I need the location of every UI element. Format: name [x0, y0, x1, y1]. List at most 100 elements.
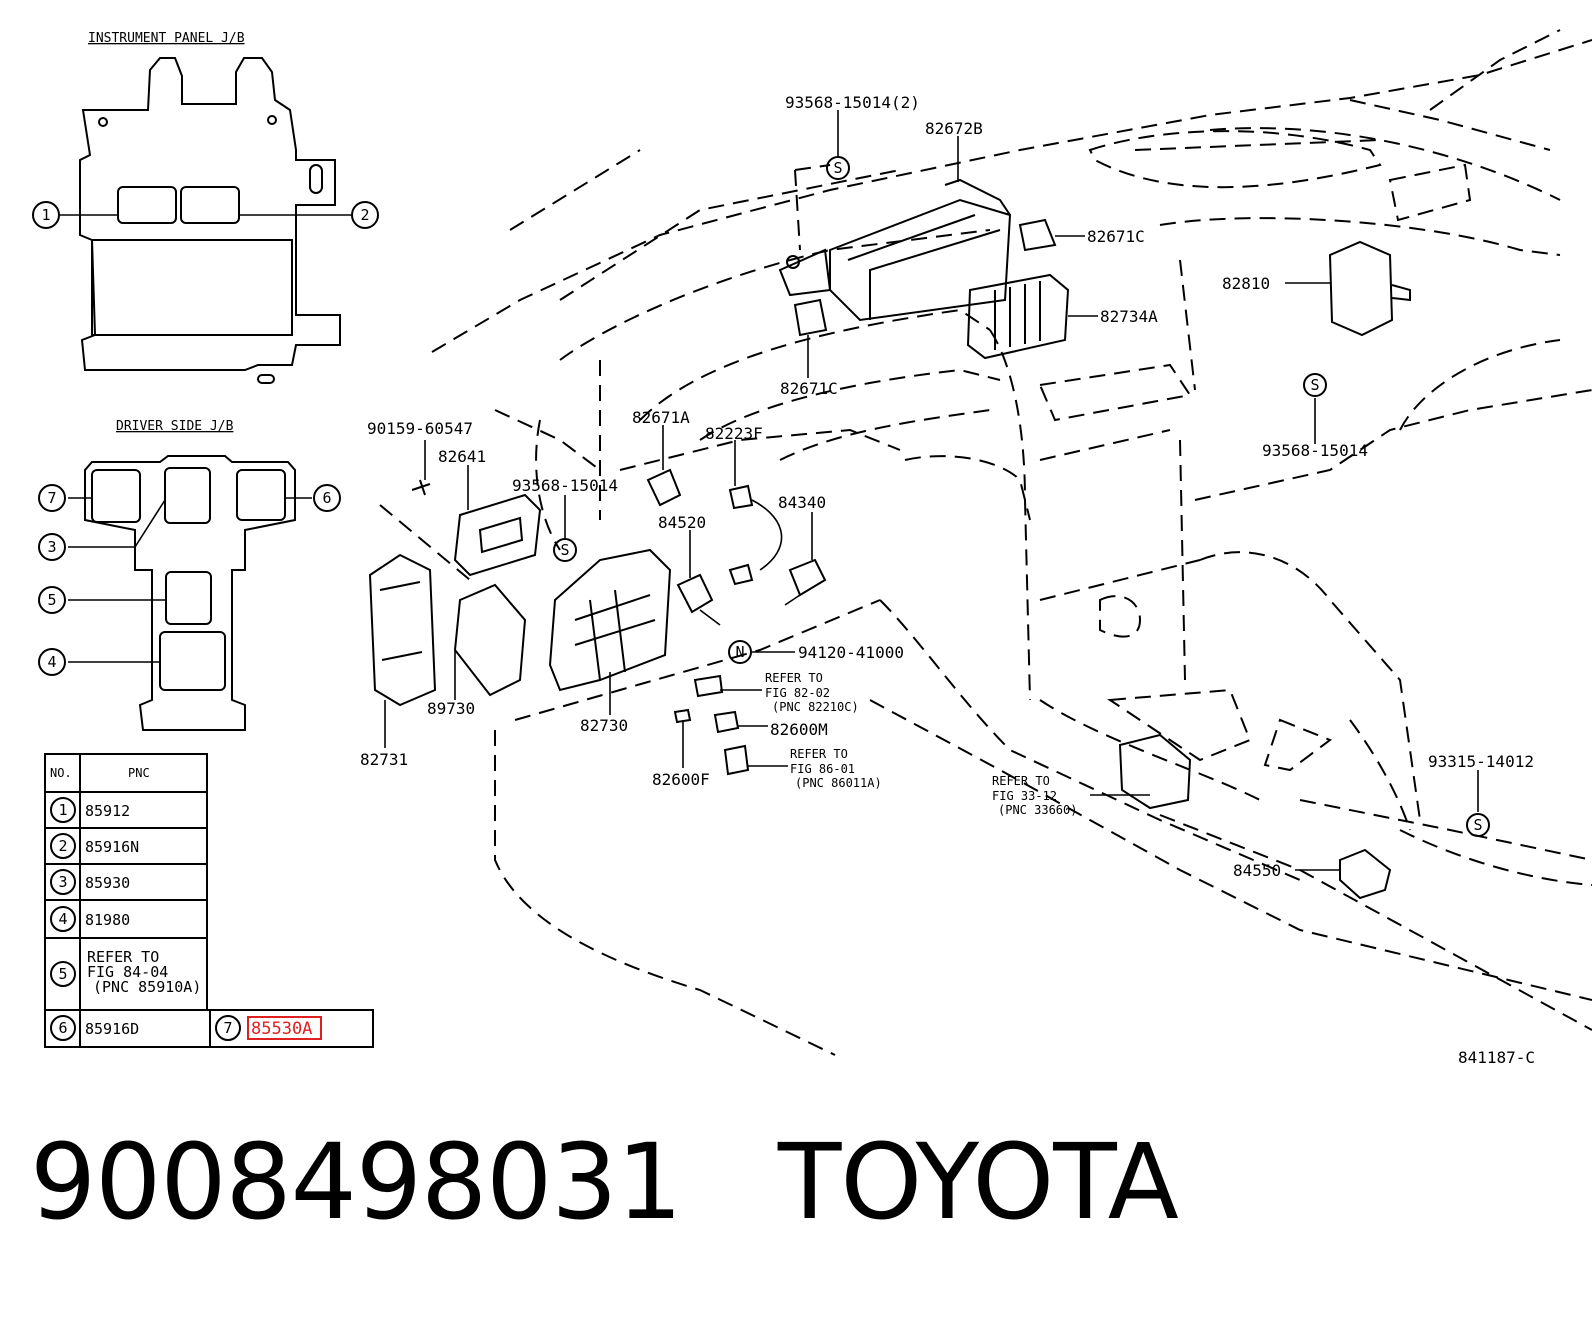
part-82731-junction-block	[368, 553, 437, 707]
label-82672b: 82672B	[925, 119, 983, 138]
part-86011a-connector	[723, 744, 750, 776]
part-82672b-bracket	[778, 178, 1012, 322]
part-82641-connector	[453, 493, 542, 577]
svg-text:S: S	[1310, 376, 1319, 394]
label-82810: 82810	[1222, 274, 1270, 293]
svg-text:2: 2	[360, 206, 369, 224]
svg-text:(PNC 82210C): (PNC 82210C)	[772, 700, 859, 714]
svg-text:85916D: 85916D	[85, 1020, 139, 1038]
callout-1: 1	[32, 201, 60, 229]
svg-text:85930: 85930	[85, 874, 130, 892]
part-82210c-connector	[693, 674, 724, 698]
svg-text:5: 5	[58, 965, 67, 983]
svg-text:REFER TO: REFER TO	[765, 671, 823, 685]
symbol-s-right: S	[1303, 373, 1327, 397]
svg-text:N: N	[735, 643, 744, 661]
leader-lines	[384, 110, 1479, 871]
refer-note-86011a: REFER TO FIG 86-01 (PNC 86011A)	[790, 747, 882, 790]
label-82600f: 82600F	[652, 770, 710, 789]
instrument-panel-jb-title: INSTRUMENT PANEL J/B	[88, 31, 245, 46]
part-90159-bolt	[411, 479, 431, 496]
footer-part-number: 9008498031	[30, 1121, 683, 1243]
part-82671a-connector	[646, 468, 682, 507]
label-82730: 82730	[580, 716, 628, 735]
callout-7: 7	[38, 484, 66, 512]
callout-6: 6	[313, 484, 341, 512]
part-82671c-connector-top	[1018, 218, 1057, 252]
svg-text:7: 7	[47, 489, 56, 507]
callout-4: 4	[38, 648, 66, 676]
driver-side-jb-drawing	[68, 455, 312, 731]
table-row: 3 85930	[50, 869, 130, 895]
svg-text:3: 3	[47, 538, 56, 556]
callout-2: 2	[351, 201, 379, 229]
symbol-s-middle: S	[553, 538, 577, 562]
label-89730: 89730	[427, 699, 475, 718]
symbol-s-top: S	[826, 156, 850, 180]
callout-3: 3	[38, 533, 66, 561]
table-header-pnc: PNC	[128, 766, 150, 780]
svg-text:S: S	[1473, 816, 1482, 834]
label-84550: 84550	[1233, 861, 1281, 880]
part-84340-switch	[784, 558, 827, 606]
label-82223f: 82223F	[705, 424, 763, 443]
table-row: 6 85916D	[50, 1015, 139, 1041]
part-82734a-relay-block	[966, 273, 1070, 360]
svg-text:FIG 33-12: FIG 33-12	[992, 789, 1057, 803]
svg-text:6: 6	[322, 489, 331, 507]
svg-text:85916N: 85916N	[85, 838, 139, 856]
table-row: 2 85916N	[50, 833, 139, 859]
svg-text:REFER TO: REFER TO	[992, 774, 1050, 788]
label-93568-15014-middle: 93568-15014	[512, 476, 618, 495]
part-82810-module	[1328, 240, 1411, 337]
svg-text:4: 4	[58, 910, 67, 928]
part-82730-junction-block	[548, 548, 672, 692]
svg-text:6: 6	[58, 1019, 67, 1037]
svg-text:(PNC 85910A): (PNC 85910A)	[93, 978, 201, 996]
label-82731: 82731	[360, 750, 408, 769]
part-84550-switch	[1339, 848, 1392, 900]
label-84340: 84340	[778, 493, 826, 512]
instrument-panel-jb-drawing	[60, 57, 352, 384]
svg-text:(PNC 86011A): (PNC 86011A)	[795, 776, 882, 790]
svg-text:1: 1	[41, 206, 50, 224]
svg-text:FIG 84-04: FIG 84-04	[87, 963, 168, 981]
svg-text:3: 3	[58, 873, 67, 891]
table-row: 5 REFER TO FIG 84-04 (PNC 85910A)	[50, 948, 201, 996]
svg-text:2: 2	[58, 837, 67, 855]
svg-text:85912: 85912	[85, 802, 130, 820]
footer-caption: 9008498031 TOYOTA	[30, 1130, 1179, 1234]
svg-text:REFER TO: REFER TO	[87, 948, 159, 966]
part-89730-module	[453, 583, 527, 697]
part-82223f-harness	[728, 484, 783, 586]
label-84520: 84520	[658, 513, 706, 532]
part-82671c-connector-bottom	[793, 298, 828, 337]
label-93568-15014-2: 93568-15014(2)	[785, 93, 920, 112]
refer-note-82210c: REFER TO FIG 82-02 (PNC 82210C)	[765, 671, 859, 714]
label-82734a: 82734A	[1100, 307, 1158, 326]
refer-note-33660: REFER TO FIG 33-12 (PNC 33660)	[992, 774, 1077, 817]
svg-text:S: S	[560, 541, 569, 559]
label-90159-60547: 90159-60547	[367, 419, 473, 438]
footer-brand: TOYOTA	[777, 1121, 1179, 1243]
table-header-no: NO.	[50, 766, 72, 780]
part-33660-module	[1118, 733, 1192, 810]
highlighted-pnc: 85530A	[251, 1019, 312, 1039]
symbol-s-lower-right: S	[1466, 813, 1490, 837]
svg-text:REFER TO: REFER TO	[790, 747, 848, 761]
svg-text:7: 7	[223, 1019, 232, 1037]
label-82600m: 82600M	[770, 720, 828, 739]
svg-text:S: S	[833, 159, 842, 177]
svg-text:5: 5	[47, 591, 56, 609]
driver-side-jb-title: DRIVER SIDE J/B	[116, 419, 234, 434]
callout-5: 5	[38, 586, 66, 614]
label-82671c-bottom: 82671C	[780, 379, 838, 398]
part-82600f-terminal	[673, 708, 692, 724]
label-93568-15014-right: 93568-15014	[1262, 441, 1368, 460]
label-94120-41000: 94120-41000	[798, 643, 904, 662]
svg-text:(PNC 33660): (PNC 33660)	[998, 803, 1077, 817]
